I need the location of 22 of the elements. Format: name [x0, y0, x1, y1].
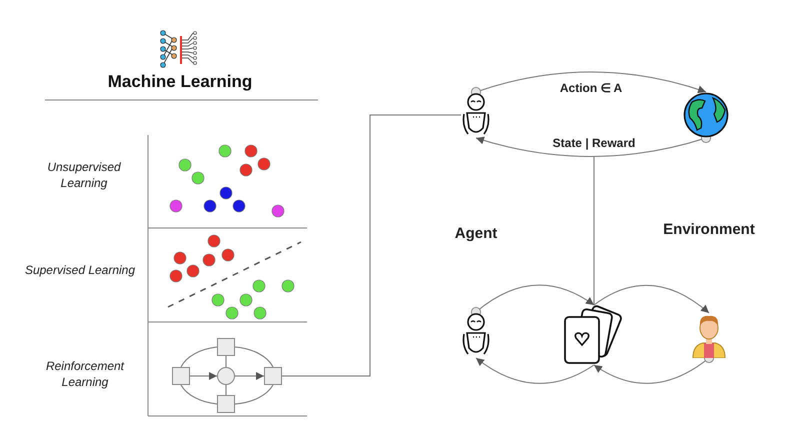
section-label: Agent: [454, 224, 498, 244]
arrow: [594, 284, 710, 314]
section-label: Environment: [662, 220, 756, 240]
globe-icon: [683, 92, 729, 138]
connector-line: [234, 384, 274, 404]
square-node: [172, 367, 190, 385]
square-node: [264, 367, 282, 385]
arrow: [476, 358, 594, 384]
square-node: [217, 395, 235, 413]
row-label: Supervised Learning: [24, 262, 136, 278]
playing-cards-icon: [563, 305, 625, 365]
row-label: Unsupervised Learning: [46, 158, 122, 192]
connector-line: [180, 346, 218, 368]
circle-node: [217, 367, 235, 385]
square-node: [217, 338, 235, 356]
connector-line: [282, 114, 462, 376]
arrow: [190, 372, 218, 380]
diagram-title: Machine Learning: [106, 72, 254, 92]
connector-line: [180, 384, 218, 404]
row-label: Reinforcement Learning: [44, 358, 126, 390]
arrow: [234, 372, 264, 380]
connector-line: [234, 346, 274, 368]
